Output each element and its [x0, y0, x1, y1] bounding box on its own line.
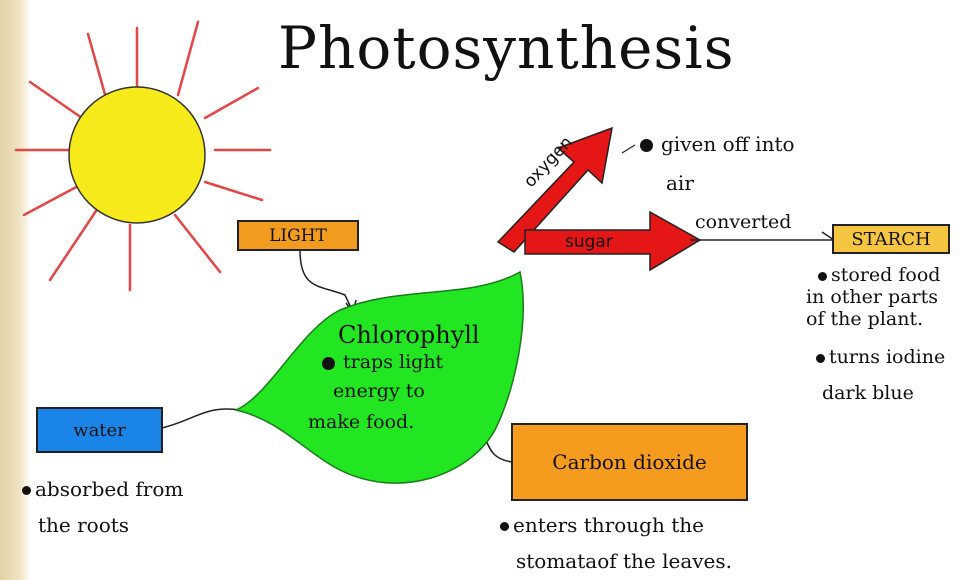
bullet-icon	[640, 139, 653, 152]
starch-note-2: in other parts	[806, 287, 938, 308]
co2-note-1-text: enters through the	[513, 513, 704, 537]
water-note-1-text: absorbed from	[35, 477, 183, 501]
oxygen-note-2: air	[666, 172, 694, 194]
starch-note-1-text: stored food	[831, 264, 940, 286]
converted-label: converted	[695, 212, 791, 233]
co2-note-1: enters through the	[500, 514, 704, 536]
oxygen-tick	[622, 145, 635, 153]
starch-note-3: of the plant.	[806, 309, 923, 330]
oxygen-note-1: given off into	[640, 133, 795, 155]
oxygen-note-1-text: given off into	[661, 132, 795, 156]
water-box: water	[36, 407, 163, 453]
sugar-label: sugar	[565, 232, 613, 252]
co2-note-2: stomataof the leaves.	[516, 550, 732, 572]
bullet-icon	[322, 357, 335, 370]
chlorophyll-line-1: traps light	[322, 352, 443, 373]
chlorophyll-label: Chlorophyll	[338, 322, 480, 348]
starch-note-5: dark blue	[822, 383, 914, 404]
chlorophyll-line-3: make food.	[308, 412, 414, 433]
chlorophyll-line-1-text: traps light	[343, 351, 443, 373]
starch-note-4: turns iodine	[816, 347, 945, 368]
bullet-icon	[22, 486, 31, 495]
starch-note-1: stored food	[818, 265, 940, 286]
bullet-icon	[500, 522, 509, 531]
starch-note-4-text: turns iodine	[829, 346, 945, 368]
bullet-icon	[818, 272, 827, 281]
light-connector	[300, 250, 352, 310]
bullet-icon	[816, 354, 825, 363]
water-note-2: the roots	[38, 514, 129, 536]
chlorophyll-leaf	[236, 272, 523, 483]
starch-box: STARCH	[832, 224, 950, 254]
carbon-dioxide-box: Carbon dioxide	[511, 423, 748, 501]
chlorophyll-line-2: energy to	[333, 381, 425, 402]
water-note-1: absorbed from	[22, 478, 183, 500]
light-box: LIGHT	[237, 220, 359, 251]
water-connector	[162, 409, 240, 428]
